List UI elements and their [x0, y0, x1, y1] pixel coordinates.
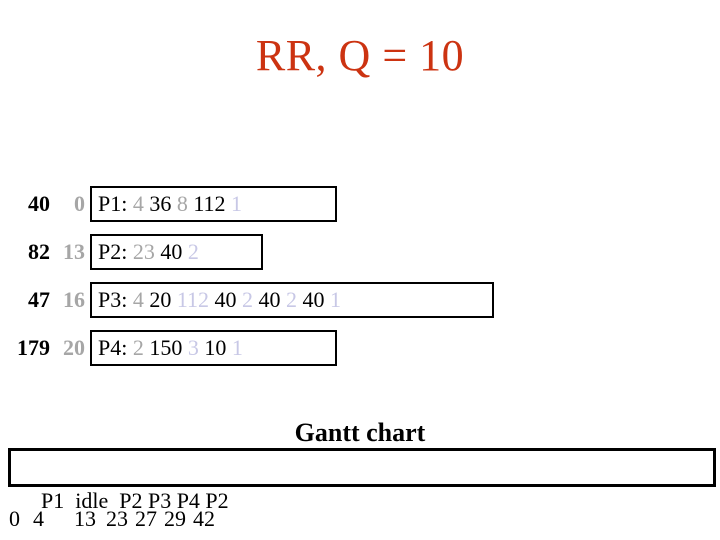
process-burst-box: P2: 23 40 2	[90, 234, 263, 270]
process-burst-box: P4: 2 150 3 10 1	[90, 330, 337, 366]
burst-value: 4	[132, 191, 144, 216]
burst-value: 2	[242, 287, 254, 312]
timeline-tick: 23	[106, 506, 128, 531]
process-burst-box: P1: 4 36 8 112 1	[90, 186, 337, 222]
timeline-tick: 4	[33, 506, 44, 531]
burst-value: 112	[193, 191, 226, 216]
burst-value: 40	[160, 239, 183, 264]
burst-value: 40	[258, 287, 281, 312]
burst-value: 40	[302, 287, 325, 312]
burst-value: 150	[149, 335, 183, 360]
burst-value: 36	[149, 191, 172, 216]
burst-value: 1	[231, 335, 243, 360]
process-left-number: 82	[28, 239, 50, 264]
burst-value: 23	[132, 239, 155, 264]
timeline-tick: 27	[135, 506, 157, 531]
timeline-tick: 0	[9, 506, 20, 531]
process-row: 82 13 P2: 23 40 2	[0, 234, 720, 270]
burst-value: 8	[176, 191, 188, 216]
burst-value: P2:	[98, 239, 128, 264]
burst-value: 10	[204, 335, 227, 360]
process-left-number: 179	[17, 335, 50, 360]
process-left-number: 47	[28, 287, 50, 312]
process-row: 40 0 P1: 4 36 8 112 1	[0, 186, 720, 222]
process-burst-box: P3: 4 20 112 40 2 40 2 40 1	[90, 282, 494, 318]
timeline-tick: 42	[193, 506, 215, 531]
burst-value: 40	[214, 287, 237, 312]
burst-value: 112	[176, 287, 210, 312]
burst-value: P1:	[98, 191, 128, 216]
process-row: 47 16 P3: 4 20 112 40 2 40 2 40 1	[0, 282, 720, 318]
burst-value: 2	[132, 335, 144, 360]
burst-value: 20	[149, 287, 172, 312]
burst-value: 2	[286, 287, 298, 312]
process-left-number: 40	[28, 191, 50, 216]
timeline-tick: 13	[74, 506, 96, 531]
burst-value: P4:	[98, 335, 128, 360]
burst-value: 1	[330, 287, 342, 312]
burst-value: 1	[231, 191, 243, 216]
burst-value: 2	[187, 239, 199, 264]
timeline: 0 4 13 23 27 29 42	[0, 506, 720, 532]
process-row: 179 20 P4: 2 150 3 10 1	[0, 330, 720, 366]
process-gray-number: 20	[63, 335, 85, 360]
timeline-tick: 29	[164, 506, 186, 531]
process-gray-number: 0	[74, 191, 85, 216]
process-gray-number: 16	[63, 287, 85, 312]
gantt-chart-label: Gantt chart	[294, 418, 426, 447]
burst-value: 3	[187, 335, 199, 360]
gantt-chart-box: P1 idle P2 P3 P4 P2	[8, 448, 716, 513]
burst-value: 4	[132, 287, 144, 312]
gantt-sequence: P1 idle P2 P3 P4 P2	[41, 488, 229, 513]
process-gray-number: 13	[63, 239, 85, 264]
slide-title: RR, Q = 10	[255, 31, 465, 80]
burst-value: P3:	[98, 287, 128, 312]
